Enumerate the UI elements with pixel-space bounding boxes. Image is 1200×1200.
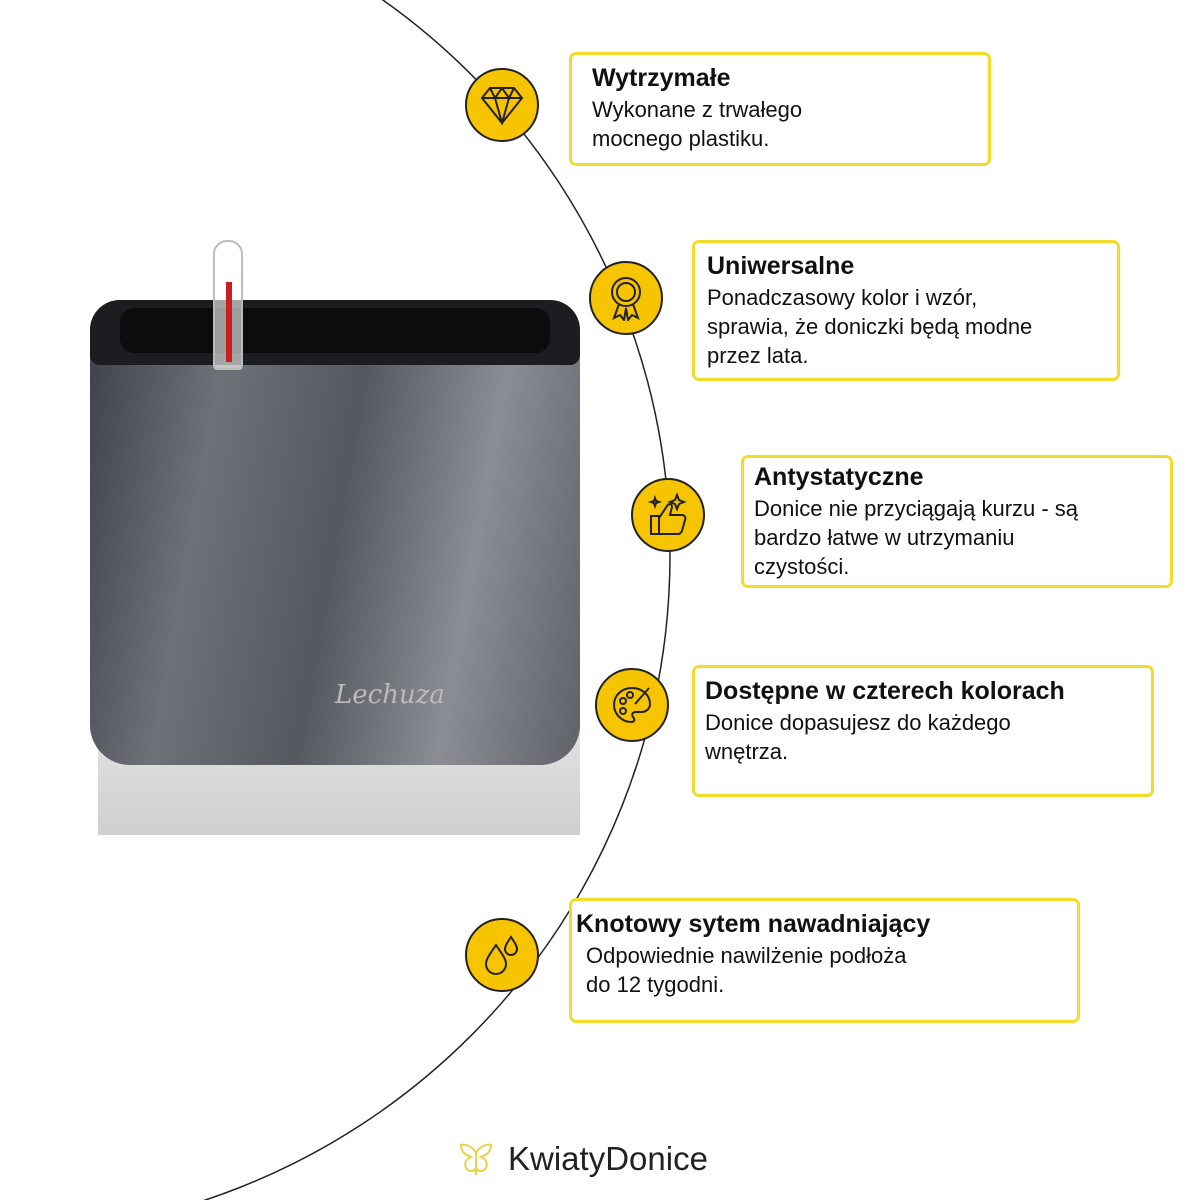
feature-card-wick-system: Knotowy sytem nawadniający Odpowiednie n…	[569, 898, 1080, 1023]
award-badge-icon	[589, 261, 663, 335]
feature-text: Donice dopasujesz do każdego wnętrza.	[705, 710, 1011, 764]
product-image: Lechuza	[90, 225, 580, 835]
feature-title: Knotowy sytem nawadniający	[576, 910, 931, 938]
feature-card-universal: Uniwersalne Ponadczasowy kolor i wzór, s…	[692, 240, 1120, 381]
feature-card-durable: Wytrzymałe Wykonane z trwałego mocnego p…	[569, 52, 991, 166]
feature-title: Dostępne w czterech kolorach	[705, 677, 1065, 705]
feature-card-colors: Dostępne w czterech kolorach Donice dopa…	[692, 665, 1154, 797]
planter-brand: Lechuza	[335, 680, 445, 710]
water-level-indicator	[213, 240, 243, 370]
feature-text: Donice nie przyciągają kurzu - są bardzo…	[754, 496, 1079, 579]
thumbs-up-sparkle-icon	[631, 478, 705, 552]
logo-text: KwiatyDonice	[508, 1140, 708, 1177]
diamond-icon	[465, 68, 539, 142]
feature-text: Wykonane z trwałego mocnego plastiku.	[592, 97, 803, 151]
feature-text: Ponadczasowy kolor i wzór, sprawia, że d…	[707, 285, 1033, 368]
palette-icon	[595, 668, 669, 742]
feature-title: Uniwersalne	[707, 252, 855, 280]
feature-title: Wytrzymałe	[592, 64, 731, 92]
feature-text: Odpowiednie nawilżenie podłoża do 12 tyg…	[586, 943, 907, 997]
water-drops-icon	[465, 918, 539, 992]
feature-card-antistatic: Antystatyczne Donice nie przyciągają kur…	[741, 455, 1173, 588]
footer-logo: KwiatyDonice	[458, 1140, 708, 1178]
planter-pot: Lechuza	[90, 300, 580, 765]
feature-title: Antystatyczne	[754, 463, 924, 491]
butterfly-logo-icon	[459, 1143, 493, 1175]
